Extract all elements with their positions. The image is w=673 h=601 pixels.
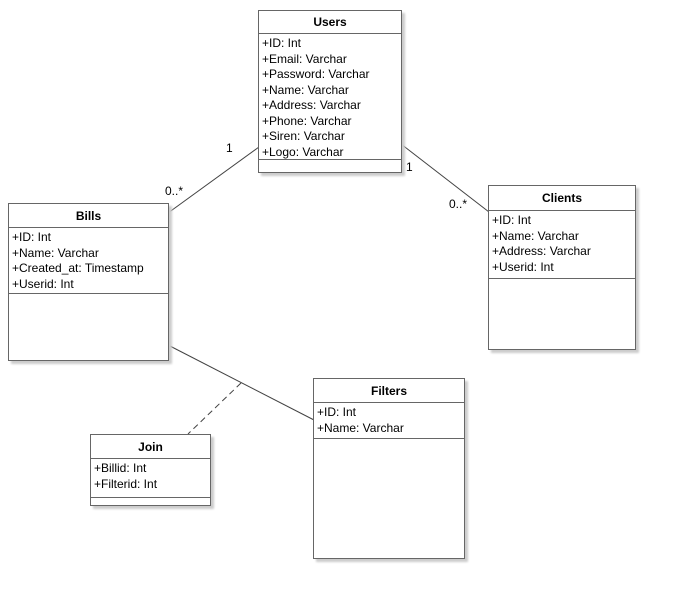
attribute-row: +ID: Int [317, 405, 357, 419]
multiplicity-bills-end-of-bills-association: 0..* [165, 184, 184, 198]
entity-bills-title: Bills [9, 204, 168, 228]
entity-clients-title: Clients [489, 186, 635, 211]
entity-clients[interactable]: Clients +ID: Int +Name: Varchar +Address… [488, 185, 636, 350]
attribute-row: +Logo: Varchar [262, 144, 344, 159]
entity-users-title: Users [259, 11, 401, 34]
attribute-row: +ID: Int [262, 36, 302, 50]
entity-join[interactable]: Join +Billid: Int +Filterid: Int [90, 434, 211, 506]
attribute-row: +Userid: Int [492, 259, 554, 274]
entity-clients-attributes: +ID: Int +Name: Varchar +Address: Varcha… [489, 211, 635, 279]
entity-bills-operations-compartment [9, 294, 168, 360]
edge-join-association-class[interactable] [187, 382, 242, 435]
entity-users-operations-compartment [259, 160, 401, 172]
multiplicity-clients-end-of-clients-association: 0..* [449, 197, 468, 211]
entity-join-title: Join [91, 435, 210, 459]
entity-join-operations-compartment [91, 498, 210, 505]
multiplicity-users-end-of-bills-association: 1 [226, 141, 233, 155]
attribute-row: +Siren: Varchar [262, 129, 345, 143]
entity-bills[interactable]: Bills +ID: Int +Name: Varchar +Created_a… [8, 203, 169, 361]
attribute-row: +Address: Varchar [262, 98, 361, 112]
attribute-row: +Address: Varchar [492, 244, 591, 258]
attribute-row: +Filterid: Int [94, 476, 158, 491]
entity-clients-operations-compartment [489, 279, 635, 349]
attribute-row: +Created_at: Timestamp [12, 261, 144, 275]
attribute-row: +Name: Varchar [492, 228, 579, 243]
attribute-row: +Userid: Int [12, 276, 74, 291]
attribute-row: +Password: Varchar [262, 67, 370, 81]
entity-users[interactable]: Users +ID: Int +Email: Varchar +Password… [258, 10, 402, 173]
attribute-row: +Phone: Varchar [262, 113, 352, 128]
edge-users-clients[interactable] [400, 143, 490, 213]
multiplicity-users-end-of-clients-association: 1 [406, 160, 413, 174]
entity-bills-attributes: +ID: Int +Name: Varchar +Created_at: Tim… [9, 228, 168, 294]
entity-join-attributes: +Billid: Int +Filterid: Int [91, 459, 210, 498]
attribute-row: +Name: Varchar [317, 420, 404, 435]
attribute-row: +Name: Varchar [12, 245, 99, 260]
attribute-row: +ID: Int [12, 230, 52, 244]
entity-users-attributes: +ID: Int +Email: Varchar +Password: Varc… [259, 34, 401, 160]
attribute-row: +ID: Int [492, 213, 532, 227]
attribute-row: +Email: Varchar [262, 51, 347, 66]
entity-filters-attributes: +ID: Int +Name: Varchar [314, 403, 464, 439]
attribute-row: +Billid: Int [94, 461, 147, 475]
attribute-row: +Name: Varchar [262, 82, 349, 97]
edge-users-bills[interactable] [167, 146, 260, 214]
edge-bills-filters[interactable] [167, 344, 315, 421]
entity-filters-title: Filters [314, 379, 464, 403]
entity-filters-operations-compartment [314, 439, 464, 558]
entity-filters[interactable]: Filters +ID: Int +Name: Varchar [313, 378, 465, 559]
